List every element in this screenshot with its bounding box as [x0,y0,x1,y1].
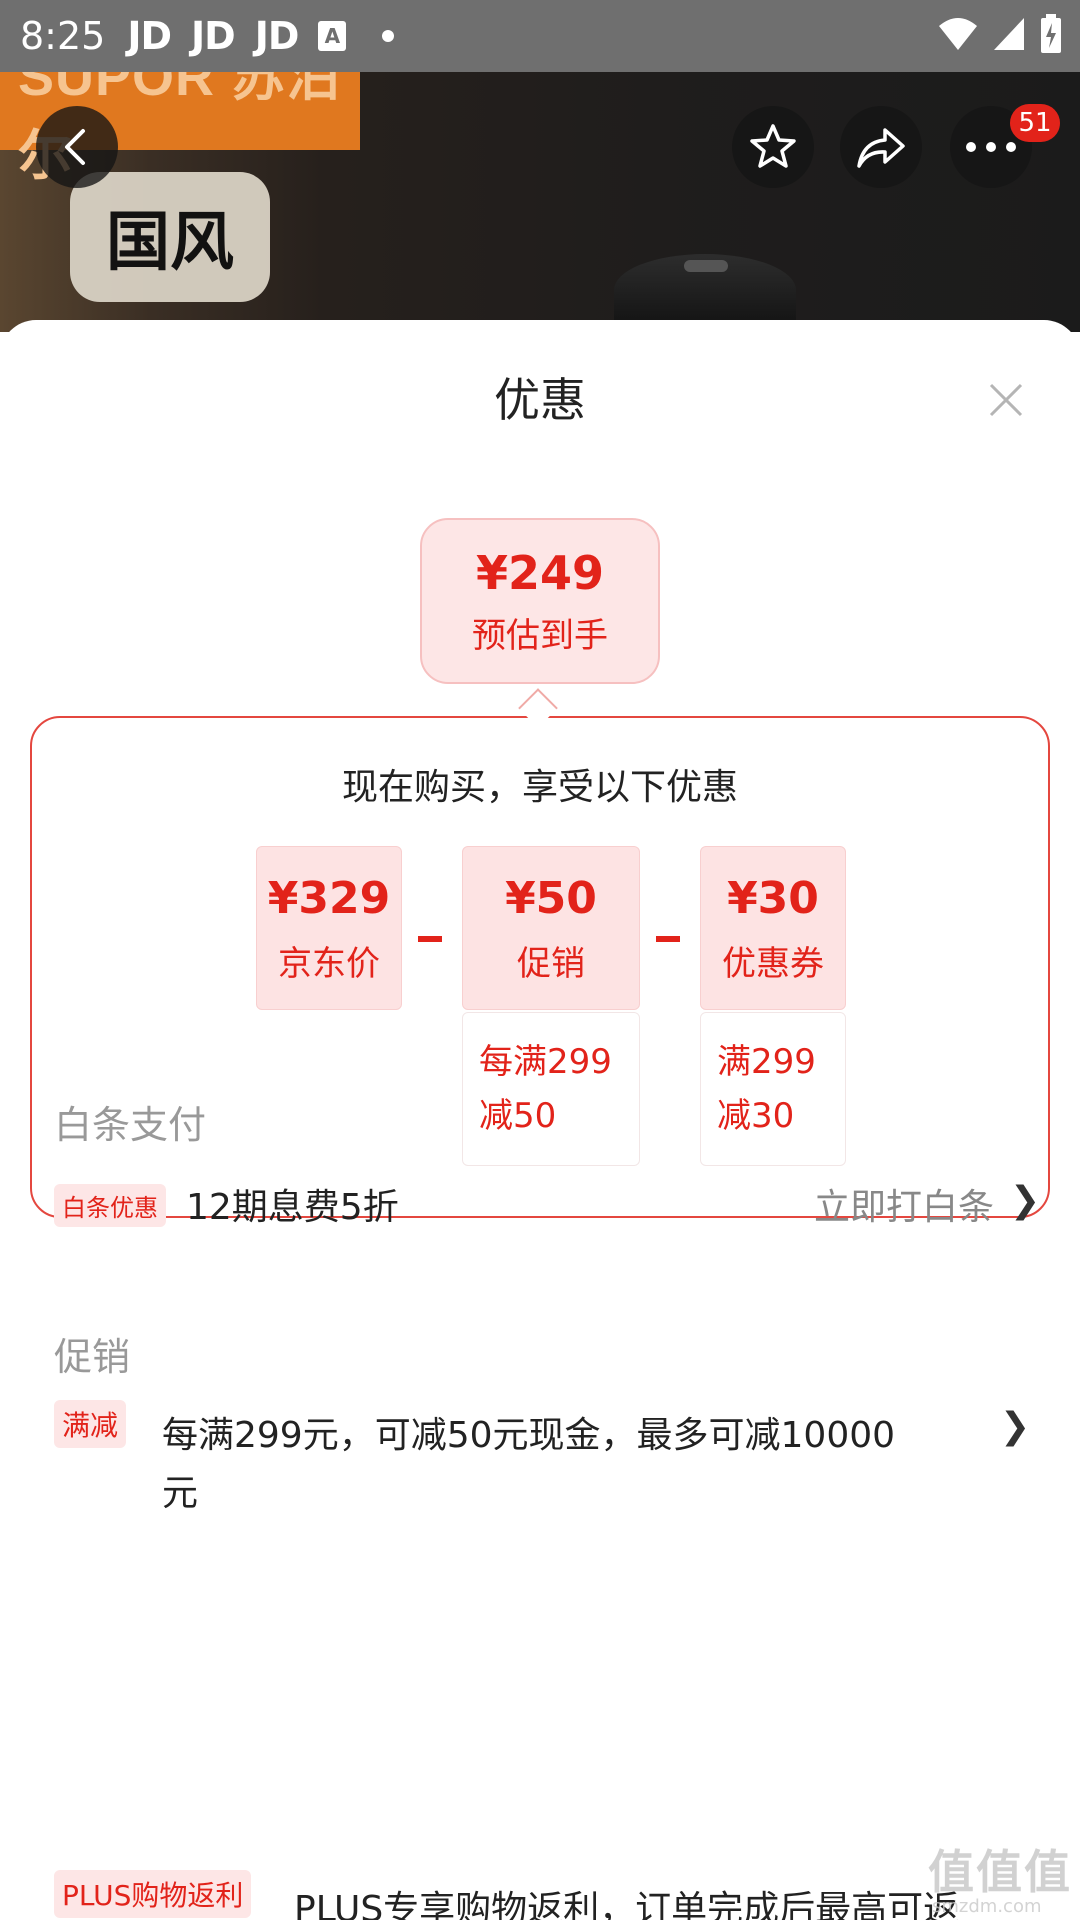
favorite-button[interactable] [732,106,814,188]
jd-app-icon: JD [127,14,172,58]
share-icon [857,128,905,168]
jd-price-label: 京东价 [278,944,380,984]
promotion-detail-line: 减50 [479,1096,557,1136]
coupon-detail-line: 减30 [717,1096,795,1136]
wifi-icon [939,18,977,50]
chevron-right-icon[interactable]: ❯ [1000,1406,1031,1447]
coupon-detail: 满299 减30 [700,1012,846,1166]
deal-heading: 现在购买，享受以下优惠 [341,767,738,808]
baitiao-offer-text: 12期息费5折 [186,1187,399,1228]
discount-sheet: 优惠 ¥249 预估到手 现在购买，享受以下优惠 ¥329 京东价 ¥50 促销… [0,320,1080,1920]
minus-icon [418,936,442,942]
baitiao-action-link[interactable]: 立即打白条 [814,1187,995,1228]
status-time: 8:25 [20,14,106,58]
chevron-left-icon [65,129,85,165]
product-image: SUPOR 苏泊尔 国风 [0,72,1080,332]
product-knob-slot [684,260,728,272]
coupon-detail-line: 满299 [717,1042,816,1082]
calligraphy-art: 国风 [70,172,270,302]
plus-rebate-text[interactable]: PLUS专享购物返利，订单完成后最高可返 [294,1889,960,1920]
manjian-tag: 满减 [54,1400,127,1448]
baitiao-section-title: 白条支付 [54,1103,207,1147]
notification-badge: 51 [1010,104,1060,142]
battery-icon [1041,14,1061,53]
jd-price-card: ¥329 京东价 [256,846,402,1010]
estimated-price-box: ¥249 预估到手 [420,518,660,684]
promotion-card: ¥50 促销 [462,846,640,1010]
coupon-card: ¥30 优惠券 [700,846,846,1010]
estimated-label: 预估到手 [472,616,608,656]
promotion-detail-line: 每满299 [479,1042,612,1082]
promotion-label: 促销 [517,944,585,984]
more-dots-icon [966,142,1016,152]
watermark-logo: 值值值 [928,1845,1072,1899]
plus-rebate-tag: PLUS购物返利 [54,1870,252,1918]
sheet-title: 优惠 [494,373,586,427]
manjian-text[interactable]: 每满299元，可减50元现金，最多可减10000 [162,1415,896,1456]
close-icon [989,383,1023,417]
coupon-value: ¥30 [727,873,819,924]
promotion-value: ¥50 [505,873,597,924]
star-icon [750,124,796,168]
status-bar: 8:25 JD JD JD A [0,0,1080,72]
jd-app-icon: JD [254,14,300,58]
baitiao-tag: 白条优惠 [54,1184,166,1227]
promotion-detail: 每满299 减50 [462,1012,640,1166]
watermark-url: smzdm.com [932,1896,1042,1917]
signal-icon [994,18,1024,50]
minus-icon [656,936,680,942]
close-button[interactable] [976,370,1036,430]
chevron-right-icon[interactable]: ❯ [1010,1180,1041,1221]
coupon-label: 优惠券 [722,944,824,984]
back-button[interactable] [36,106,118,188]
keyboard-a-icon: A [318,21,347,51]
status-icons [938,14,1062,54]
share-button[interactable] [840,106,922,188]
jd-app-icon: JD [191,14,236,58]
estimated-price: ¥249 [475,546,605,600]
manjian-text-cont[interactable]: 元 [162,1473,199,1514]
promotion-section-title: 促销 [54,1335,131,1379]
jd-price-value: ¥329 [267,873,391,924]
notification-dot-icon [382,30,395,42]
